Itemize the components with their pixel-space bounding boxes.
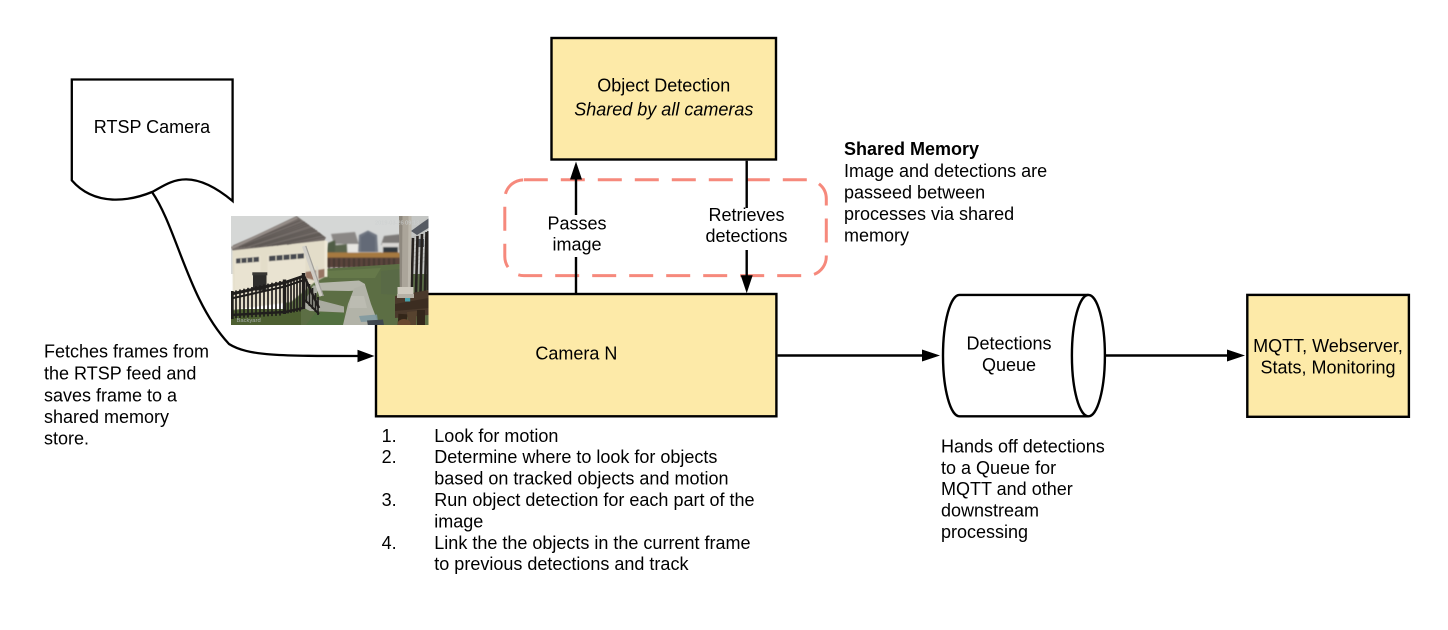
svg-text:store.: store. xyxy=(44,429,89,449)
svg-text:3.: 3. xyxy=(382,490,397,510)
svg-text:processing: processing xyxy=(941,522,1028,542)
svg-text:Stats, Monitoring: Stats, Monitoring xyxy=(1260,358,1395,378)
svg-text:to previous detections and tra: to previous detections and track xyxy=(434,554,689,574)
svg-text:2.: 2. xyxy=(382,447,397,467)
svg-text:RTSP Camera: RTSP Camera xyxy=(94,117,211,137)
svg-text:memory: memory xyxy=(844,226,909,246)
svg-text:Look for motion: Look for motion xyxy=(434,426,558,446)
svg-text:Fetches frames from: Fetches frames from xyxy=(44,342,209,362)
svg-text:Link the the objects in the cu: Link the the objects in the current fram… xyxy=(434,533,750,553)
svg-text:1.: 1. xyxy=(382,426,397,446)
svg-text:passeed between: passeed between xyxy=(844,182,985,202)
svg-text:Shared by all cameras: Shared by all cameras xyxy=(574,100,753,120)
svg-text:detections: detections xyxy=(705,226,787,246)
svg-text:Hands off detections: Hands off detections xyxy=(941,437,1105,457)
svg-text:MQTT and other: MQTT and other xyxy=(941,479,1073,499)
svg-text:Retrieves: Retrieves xyxy=(708,205,784,225)
svg-text:to a Queue for: to a Queue for xyxy=(941,458,1056,478)
svg-text:2019-03-26 09:13: 2019-03-26 09:13 xyxy=(375,221,419,227)
svg-text:processes via shared: processes via shared xyxy=(844,204,1014,224)
svg-text:shared memory: shared memory xyxy=(44,407,169,427)
svg-text:image: image xyxy=(434,511,483,531)
svg-text:Queue: Queue xyxy=(982,355,1036,375)
svg-text:Shared Memory: Shared Memory xyxy=(844,139,979,159)
svg-text:Determine where to look for ob: Determine where to look for objects xyxy=(434,447,717,467)
svg-text:downstream: downstream xyxy=(941,501,1039,521)
svg-text:the RTSP feed and: the RTSP feed and xyxy=(44,364,196,384)
svg-text:Camera N: Camera N xyxy=(535,343,617,363)
svg-text:4.: 4. xyxy=(382,533,397,553)
svg-text:Passes: Passes xyxy=(547,214,606,234)
svg-text:MQTT, Webserver,: MQTT, Webserver, xyxy=(1253,336,1403,356)
svg-text:Detections: Detections xyxy=(966,334,1051,354)
svg-text:Object Detection: Object Detection xyxy=(597,76,730,96)
svg-text:based on tracked objects and m: based on tracked objects and motion xyxy=(434,469,728,489)
svg-text:saves frame to a: saves frame to a xyxy=(44,385,178,405)
svg-text:Image and detections are: Image and detections are xyxy=(844,161,1047,181)
svg-text:image: image xyxy=(552,235,601,255)
svg-text:Backyard: Backyard xyxy=(237,318,261,324)
svg-text:Run object detection for each: Run object detection for each part of th… xyxy=(434,490,754,510)
